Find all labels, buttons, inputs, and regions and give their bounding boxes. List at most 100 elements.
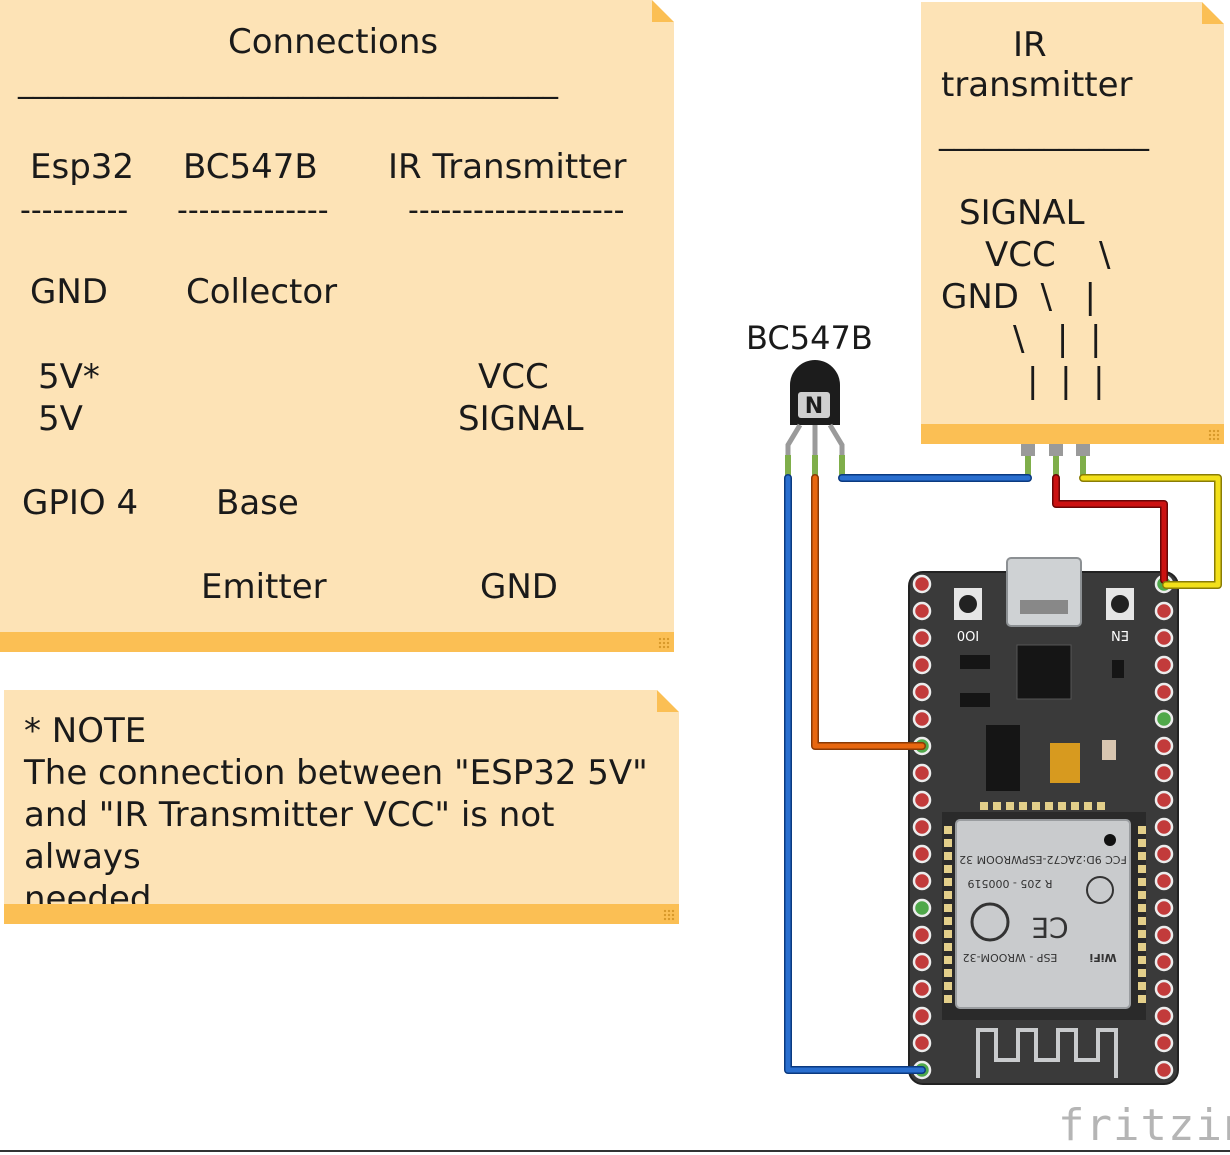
transistor-label: BC547B (746, 319, 873, 357)
voltage-regulator (986, 725, 1020, 791)
module-pad (1138, 904, 1146, 912)
header-pin-left[interactable] (912, 574, 932, 594)
module-fcc-text: FCC 9D:2AC72-ESPWROOM 32 (959, 853, 1127, 866)
module-pad (944, 891, 952, 899)
module-pad (944, 839, 952, 847)
header-pin-right[interactable] (1154, 790, 1174, 810)
header-pin-left[interactable] (912, 1033, 932, 1053)
resize-grip-icon[interactable] (663, 909, 675, 921)
resize-grip-icon[interactable] (1208, 429, 1220, 441)
header-pin-left[interactable] (912, 628, 932, 648)
note-footer-bar (0, 632, 674, 652)
header-pin-left[interactable] (912, 790, 932, 810)
header-pin-right[interactable] (1154, 1033, 1174, 1053)
header-pin-left[interactable] (912, 817, 932, 837)
header-pin-right[interactable] (1154, 871, 1174, 891)
header-pin-right[interactable] (1154, 1060, 1174, 1080)
module-pad (944, 930, 952, 938)
wire-blue-collector-to-gnd[interactable] (784, 474, 926, 1074)
transistor-badge (798, 392, 830, 418)
header-pin-right[interactable] (1154, 844, 1174, 864)
module-pad (1138, 982, 1146, 990)
espressif-logo-icon (970, 902, 1010, 942)
header-pin-left[interactable] (912, 952, 932, 972)
header-pin-left[interactable] (912, 871, 932, 891)
ir-pin-lines-b: | | | (1027, 361, 1105, 401)
esp32-board[interactable]: IO0 EN FCC 9D:2AC72-ESPWROOM 32 R 205 - … (908, 557, 1179, 1085)
header-pin-left[interactable] (912, 844, 932, 864)
ir-pin-vcc: VCC \ (985, 235, 1111, 275)
module-pad (944, 904, 952, 912)
row-vcc-ir: VCC (478, 357, 549, 397)
footnote-note: * NOTE The connection between "ESP32 5V"… (4, 690, 679, 924)
module-pad (1138, 930, 1146, 938)
header-pin-left[interactable] (912, 601, 932, 621)
header-pin-left[interactable] (912, 925, 932, 945)
header-pin-left[interactable] (912, 1006, 932, 1026)
usb-uart-chip (1016, 644, 1072, 700)
header-pin-left[interactable] (912, 763, 932, 783)
header-pin-left[interactable] (912, 898, 932, 918)
ir-pin-gnd-tip (1025, 456, 1031, 478)
header-pin-left[interactable] (912, 655, 932, 675)
module-pad (944, 852, 952, 860)
row-signal-ir: SIGNAL (458, 399, 584, 439)
usb-port-slot (1020, 600, 1068, 614)
header-pin-right[interactable] (1154, 709, 1174, 729)
smd-component (1102, 740, 1116, 760)
header-pin-left[interactable] (912, 979, 932, 999)
header-pin-right[interactable] (1154, 898, 1174, 918)
wires (784, 474, 1222, 1074)
ir-transmitter-part[interactable]: IR transmitter ______________ SIGNAL VCC… (921, 2, 1224, 444)
bc547b-transistor[interactable]: N (785, 360, 845, 479)
header-pin-right[interactable] (1154, 763, 1174, 783)
header-pin-left[interactable] (912, 682, 932, 702)
module-pads (944, 802, 1146, 1003)
connections-rule: ____________________________________ (18, 65, 558, 100)
header-pin-right[interactable] (1154, 1006, 1174, 1026)
usb-port[interactable] (1006, 557, 1082, 627)
header-pin-right[interactable] (1154, 628, 1174, 648)
resize-grip-icon[interactable] (658, 637, 670, 649)
module-pad (1045, 802, 1053, 810)
bottom-border (0, 1150, 1230, 1152)
module-pad (1006, 802, 1014, 810)
header-pin-right[interactable] (1154, 736, 1174, 756)
row-5v: 5V (38, 399, 83, 439)
header-pin-right[interactable] (1154, 601, 1174, 621)
module-name-text: ESP - WROOM-32 (963, 951, 1058, 964)
footnote-text: * NOTE The connection between "ESP32 5V"… (24, 711, 648, 919)
header-pin-right[interactable] (1154, 952, 1174, 972)
header-pin-right[interactable] (1154, 817, 1174, 837)
header-pin-right[interactable] (1154, 925, 1174, 945)
row-gnd-ir: GND (480, 567, 558, 607)
col-header-esp32: Esp32 (30, 147, 135, 187)
ir-pin-signal-leg[interactable] (1076, 444, 1090, 456)
wire-orange-base-to-gpio4[interactable] (811, 474, 926, 750)
capacitor (1050, 743, 1080, 783)
ir-pin-gnd-leg[interactable] (1021, 444, 1035, 456)
module-ce-mark: CE (1031, 911, 1068, 944)
module-pad (1138, 891, 1146, 899)
col-dash-bc547b: -------------- (177, 193, 329, 228)
col-header-bc547b: BC547B (183, 147, 318, 187)
wroom-shield (955, 819, 1131, 1009)
wire-yellow-signal-to-5v[interactable] (1079, 474, 1222, 589)
connections-note: Connections ____________________________… (0, 0, 674, 652)
row-collector: Collector (186, 272, 338, 312)
header-pin-right[interactable] (1154, 979, 1174, 999)
module-pad (993, 802, 1001, 810)
transistor-leg-tip (839, 455, 845, 479)
row-gnd-esp32: GND (30, 272, 108, 312)
header-pin-left[interactable] (912, 709, 932, 729)
header-pin-right[interactable] (1154, 682, 1174, 702)
col-dash-esp32: ---------- (20, 193, 129, 228)
module-pad (1138, 995, 1146, 1003)
module-pad (944, 956, 952, 964)
io0-button-cap (959, 595, 977, 613)
header-pin-right[interactable] (1154, 655, 1174, 675)
col-dash-ir: -------------------- (408, 193, 625, 228)
ir-pin-vcc-leg[interactable] (1049, 444, 1063, 456)
row-5v-star: 5V* (38, 357, 100, 397)
smd-component (960, 693, 990, 707)
